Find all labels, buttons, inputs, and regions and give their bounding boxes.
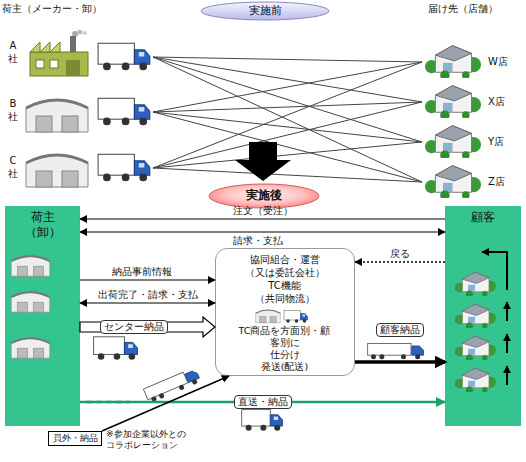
edge-label: センター納品	[100, 320, 168, 334]
rotation-arrow	[506, 334, 508, 353]
warehouse-icon	[11, 292, 50, 312]
truck-icon	[98, 154, 150, 181]
logistics-center-box: 協同組合・運営 （又は委託会社）TC機能 （共同物流） TC商品を方面別・顧 客別…	[215, 248, 355, 376]
caption-text: A 社	[7, 40, 19, 65]
store-icon	[455, 368, 496, 393]
edge-label: 戻る	[390, 248, 410, 260]
node-text: 実施後	[208, 188, 320, 203]
warehouse-icon	[26, 155, 88, 187]
caption-text: 荷主（メーカー・卸）	[2, 3, 117, 16]
block-arrow	[80, 317, 215, 337]
ellipse-shape	[209, 184, 319, 208]
caption-text: Z店	[488, 176, 522, 189]
caption-text: ※参加企業以外との コラボレーション	[106, 429, 226, 452]
truck-icon	[284, 311, 308, 323]
edge-label: 顧客納品	[376, 323, 424, 337]
node-text: 顧客	[445, 210, 521, 225]
factory-icon	[30, 30, 88, 77]
store-icon	[425, 166, 481, 200]
node-text: 協同組合・運営 （又は委託会社）	[216, 254, 353, 279]
warehouse-icon	[26, 100, 88, 132]
caption-text: C 社	[7, 155, 19, 180]
truck-icon	[242, 410, 283, 431]
rotation-arrow	[506, 366, 508, 385]
caption-text: W店	[488, 56, 522, 69]
flow-arrow	[80, 401, 445, 404]
truck-icon	[94, 337, 138, 360]
caption-text: B 社	[7, 98, 19, 123]
edge-label: 出荷完了・請求・支払	[98, 289, 198, 301]
rotation-arrow	[506, 302, 508, 321]
phase-ellipse: 実施後	[208, 183, 320, 209]
store-icon	[455, 272, 496, 297]
store-icon	[425, 86, 481, 120]
trailer-group	[143, 367, 201, 403]
trailer-icon	[368, 344, 424, 360]
flow-arrow	[80, 218, 445, 219]
edge-label: 直送・納品	[234, 395, 292, 409]
node-text: 荷主 （卸）	[5, 210, 80, 240]
edge-label: 請求・支払	[233, 235, 283, 247]
trailer-icon	[143, 367, 201, 403]
warehouse-icon	[256, 310, 281, 323]
flow-arrow	[102, 376, 229, 431]
node-text: 員外・納品	[49, 433, 101, 444]
warehouse-icon	[11, 338, 50, 358]
return-bend-arrow	[482, 252, 507, 290]
node-text: TC商品を方面別・顧 客別に 仕分け 発送(配送)	[216, 325, 353, 373]
flow-arrow	[355, 261, 445, 262]
direct-dash	[86, 401, 130, 404]
shipper-band: 荷主 （卸）	[5, 206, 80, 426]
store-icon	[425, 126, 481, 160]
flow-arrow	[80, 279, 215, 280]
phase-ellipse: 実施前	[200, 1, 330, 21]
warehouse-icon	[11, 256, 50, 276]
transition-arrow	[235, 142, 291, 181]
truck-icon	[98, 43, 150, 70]
flow-arrow	[80, 231, 445, 232]
outside-delivery-box: 員外・納品	[48, 431, 102, 446]
store-icon	[425, 46, 481, 80]
store-icon	[455, 304, 496, 329]
ellipse-shape	[201, 2, 329, 20]
truck-icon	[98, 98, 150, 125]
delivery-crossing-lines	[153, 57, 422, 182]
caption-text: Y店	[488, 136, 522, 149]
edge-label: 納品事前情報	[112, 266, 172, 278]
customer-band: 顧客	[445, 206, 521, 426]
caption-text: 届け先（店舗）	[428, 3, 523, 16]
node-text: TC機能 （共同物流）	[216, 280, 353, 305]
flow-arrow	[355, 360, 445, 364]
store-icon	[455, 336, 496, 361]
flow-arrow	[80, 302, 215, 303]
node-text: 実施前	[200, 4, 330, 18]
caption-text: X店	[488, 96, 522, 109]
